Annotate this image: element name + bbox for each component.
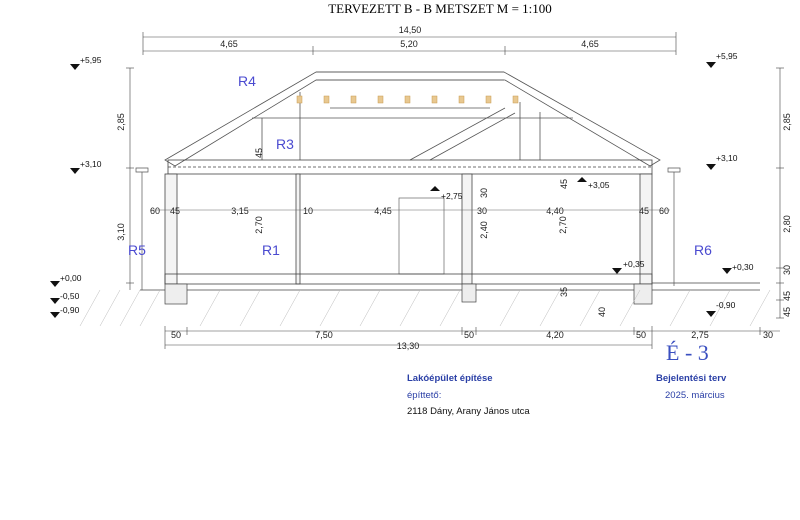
- dim-right-5: 45: [782, 307, 792, 317]
- gutters: [135, 167, 681, 290]
- dim-bottom-2: 7,50: [315, 330, 333, 340]
- levels-inner: +2,75 +3,05 +0,35: [430, 177, 645, 274]
- purlins: [296, 95, 519, 104]
- dim-bottom-5: 50: [636, 330, 646, 340]
- foundations: [164, 283, 653, 305]
- dim-right-1: 2,85: [782, 113, 792, 131]
- ceiling-slab: [167, 159, 653, 175]
- layer-label-r3: R3: [276, 136, 294, 152]
- dim-inner-1: 60: [150, 206, 160, 216]
- client-label: építtető:: [407, 390, 442, 401]
- dim-inner-3: 3,15: [231, 206, 249, 216]
- layer-label-r4: R4: [238, 73, 256, 89]
- layer-label-r6: R6: [694, 242, 712, 258]
- dim-inner-2: 45: [170, 206, 180, 216]
- dim-small-4: 35: [559, 287, 569, 297]
- dim-inner-4: 10: [303, 206, 313, 216]
- roof-structure: [164, 71, 661, 167]
- dim-small-5: 40: [597, 307, 607, 317]
- dim-height-1: 2,70: [254, 216, 264, 234]
- level-marker-icon: [577, 177, 587, 182]
- dim-bottom-4: 4,20: [546, 330, 564, 340]
- floor-slab: [140, 273, 760, 291]
- level-marker-icon: [706, 311, 716, 317]
- top-dimension-lines: [142, 32, 677, 55]
- drawing-title: TERVEZETT B - B METSZET M = 1:100: [328, 1, 552, 16]
- dim-left-1: 2,85: [116, 113, 126, 131]
- layer-label-r1: R1: [262, 242, 280, 258]
- dim-inner-6: 30: [477, 206, 487, 216]
- level-marker-icon: [612, 268, 622, 274]
- level-left-2: +3,10: [80, 159, 102, 169]
- bottom-dimension-lines: [164, 326, 780, 349]
- level-right-1: +5,95: [716, 51, 738, 61]
- dim-left-2: 3,10: [116, 223, 126, 241]
- levels-right: +5,95 +3,10 +0,30 -0,90: [706, 51, 754, 317]
- level-marker-icon: [50, 312, 60, 318]
- level-left-5: -0,90: [60, 305, 80, 315]
- dim-total-top: 14,50: [399, 25, 422, 35]
- project-title: Lakóépület építése: [407, 373, 493, 384]
- layer-label-r5: R5: [128, 242, 146, 258]
- dim-bottom-7: 30: [763, 330, 773, 340]
- dim-right-4: 45: [782, 291, 792, 301]
- levels-left: +5,95 +3,10 +0,00 -0,50 -0,90: [50, 55, 102, 318]
- sheet-number: É - 3: [666, 340, 709, 365]
- side-dimension-lines: [126, 67, 784, 319]
- dim-small-3: 45: [559, 179, 569, 189]
- level-inner-1: +2,75: [441, 191, 463, 201]
- dim-bottom-3: 50: [464, 330, 474, 340]
- level-left-4: -0,50: [60, 291, 80, 301]
- level-marker-icon: [706, 164, 716, 170]
- dim-right-3: 30: [782, 265, 792, 275]
- level-inner-3: +0,35: [623, 259, 645, 269]
- date: 2025. március: [665, 390, 725, 401]
- dim-top-seg-1: 4,65: [220, 39, 238, 49]
- address: 2118 Dány, Arany János utca: [407, 406, 530, 417]
- dim-bottom-total: 13,30: [397, 341, 420, 351]
- level-inner-2: +3,05: [588, 180, 610, 190]
- dim-small-1: 45: [254, 148, 264, 158]
- dim-height-3: 2,70: [558, 216, 568, 234]
- dim-height-2: 2,40: [479, 221, 489, 239]
- dim-inner-9: 60: [659, 206, 669, 216]
- walls: [164, 173, 653, 285]
- level-left-1: +5,95: [80, 55, 102, 65]
- dim-top-seg-3: 4,65: [581, 39, 599, 49]
- dim-inner-7: 4,40: [546, 206, 564, 216]
- dim-bottom-1: 50: [171, 330, 181, 340]
- dim-right-2: 2,80: [782, 215, 792, 233]
- level-marker-icon: [50, 298, 60, 304]
- level-left-3: +0,00: [60, 273, 82, 283]
- level-right-3: +0,30: [732, 262, 754, 272]
- level-right-4: -0,90: [716, 300, 736, 310]
- dim-top-seg-2: 5,20: [400, 39, 418, 49]
- door-opening: [398, 197, 445, 275]
- dim-inner-5: 4,45: [374, 206, 392, 216]
- level-right-2: +3,10: [716, 153, 738, 163]
- level-marker-icon: [70, 64, 80, 70]
- dim-inner-8: 45: [639, 206, 649, 216]
- document-type: Bejelentési terv: [656, 373, 727, 384]
- ground-hatch: [79, 289, 771, 327]
- level-marker-icon: [706, 62, 716, 68]
- dim-bottom-6: 2,75: [691, 330, 709, 340]
- level-marker-icon: [70, 168, 80, 174]
- level-marker-icon: [430, 186, 440, 191]
- level-marker-icon: [722, 268, 732, 274]
- dim-small-2: 30: [479, 188, 489, 198]
- level-marker-icon: [50, 281, 60, 287]
